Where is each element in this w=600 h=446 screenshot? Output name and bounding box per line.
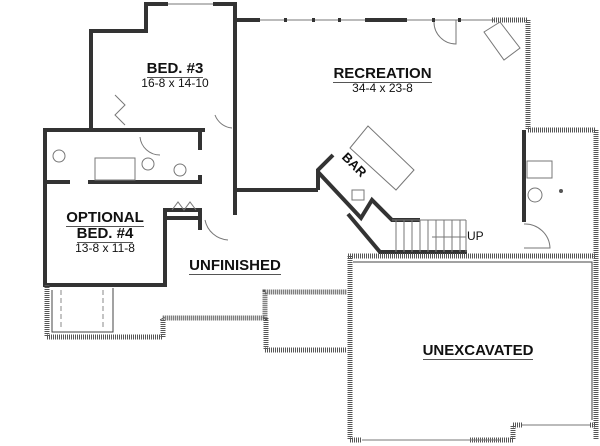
unexcavated-inner — [353, 261, 593, 420]
unexcavated-walls — [347, 253, 596, 443]
bar-sink — [351, 189, 365, 201]
window-mullion — [432, 18, 435, 22]
room-name-line2: BED. #4 — [76, 224, 134, 243]
room-name: BED. #3 — [146, 60, 204, 78]
water-heater-box — [526, 160, 553, 179]
toilet-icon — [141, 157, 155, 171]
bar-counter — [349, 125, 415, 191]
room-label-unexcavated: UNEXCAVATED — [408, 342, 548, 360]
room-dimensions: 16-8 x 14-10 — [141, 75, 209, 90]
room-label-recreation: RECREATION 34-4 x 23-8 — [320, 65, 445, 95]
mech-door-swing — [523, 223, 551, 249]
room-name: RECREATION — [333, 65, 432, 83]
room-dimensions: 13-8 x 11-8 — [75, 240, 135, 255]
exterior-door-swing — [433, 20, 457, 45]
stair-wall — [346, 212, 467, 254]
closet-door-bifold — [171, 201, 197, 211]
window-mullion — [312, 18, 315, 22]
furnace-icon — [527, 187, 543, 203]
door-swing — [139, 136, 161, 156]
recreation-right-wall — [492, 17, 599, 440]
hall-wall — [233, 188, 318, 215]
room-name: UNEXCAVATED — [422, 342, 534, 360]
floor-drain-icon — [559, 189, 563, 193]
stairs-up-label: UP — [467, 229, 484, 243]
room-label-bed3: BED. #3 16-8 x 14-10 — [120, 60, 230, 90]
closet-walls — [44, 285, 347, 340]
window-mullion — [458, 18, 461, 22]
tub — [94, 157, 136, 181]
window-mullion — [338, 18, 341, 22]
fireplace — [483, 21, 521, 61]
room-name-line1: OPTIONAL — [66, 209, 144, 227]
sink-icon — [173, 163, 187, 177]
stair-treads — [392, 219, 467, 252]
room-dimensions: 34-4 x 23-8 — [352, 80, 413, 95]
bath-walls — [43, 128, 205, 184]
unfinished-notch — [263, 318, 347, 353]
closet-inner — [51, 288, 114, 333]
room-label-unfinished: UNFINISHED — [185, 257, 285, 275]
bed4-walls — [43, 182, 202, 287]
door-swing — [204, 219, 229, 241]
door-swing — [214, 114, 233, 129]
closet-door-bifold — [114, 94, 126, 126]
window-mullion — [284, 18, 287, 22]
bed3-walls — [89, 2, 260, 200]
room-name: UNFINISHED — [189, 257, 281, 275]
sink-icon — [52, 149, 66, 163]
room-label-bed4: OPTIONAL BED. #4 13-8 x 11-8 — [55, 209, 155, 255]
